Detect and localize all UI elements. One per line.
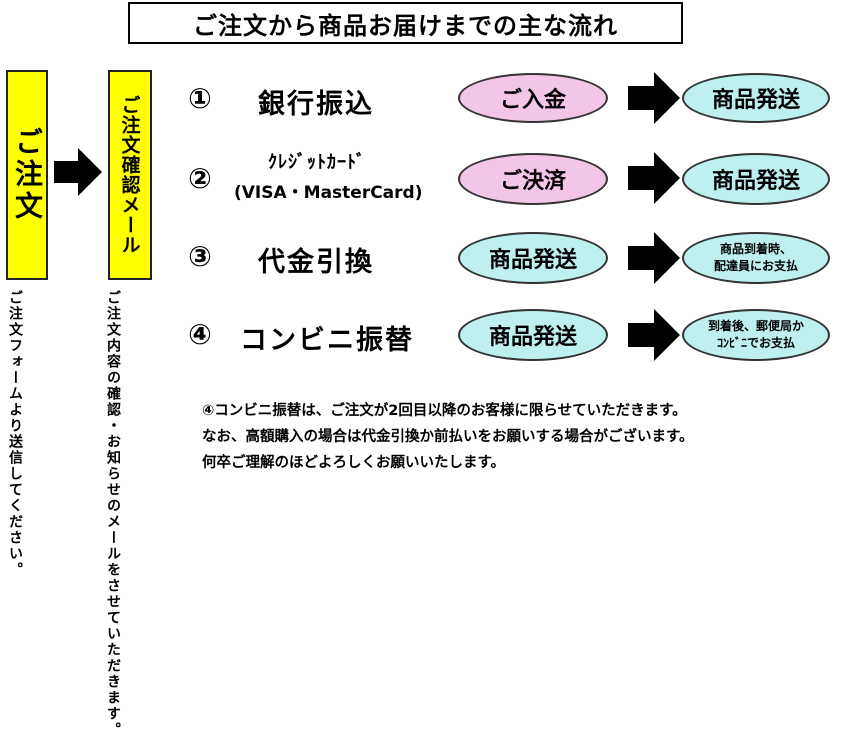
right-arrow-icon — [628, 72, 680, 124]
confirmation-mail-box: ご注文確認メール — [108, 70, 152, 280]
payment-method: 代金引換 — [258, 247, 374, 278]
payment-step-oval: ご入金 — [458, 73, 608, 123]
row-number: ② — [188, 162, 212, 195]
payment-method: コンビニ振替 — [240, 325, 414, 356]
shipping-step-label: 商品発送 — [711, 169, 800, 194]
payment-method-line2: (VISA・MasterCard) — [234, 183, 423, 203]
right-arrow-icon — [628, 309, 680, 361]
page-title: ご注文から商品お届けまでの主な流れ — [128, 2, 683, 44]
shipping-step-oval: 商品発送 — [682, 73, 830, 123]
payment-at-store-oval: 到着後、郵便局か ｺﾝﾋﾞﾆでお支払 — [682, 309, 830, 361]
shipping-step-oval: 商品発送 — [458, 232, 608, 284]
order-box: ご注文 — [6, 70, 48, 280]
payment-on-delivery-label: 商品到着時、 配達員にお支払 — [713, 242, 798, 273]
right-arrow-icon — [628, 232, 680, 284]
payment-step-label: ご決済 — [499, 169, 566, 194]
right-arrow-icon — [628, 152, 680, 204]
payment-step-oval: ご決済 — [458, 153, 608, 205]
note-line: なお、高額購入の場合は代金引換か前払いをお願いする場合がございます。 — [202, 429, 694, 445]
note-line: 何卒ご理解のほどよろしくお願いいたします。 — [202, 455, 506, 471]
payment-method-line1: ｸﾚｼﾞｯﾄｶｰﾄﾞ — [268, 152, 366, 173]
payment-step-label: ご入金 — [499, 88, 566, 113]
shipping-step-label: 商品発送 — [488, 248, 577, 273]
note-line: ④コンビニ振替は、ご注文が2回目以降のお客様に限らせていただきます。 — [202, 403, 687, 419]
payment-at-store-label: 到着後、郵便局か ｺﾝﾋﾞﾆでお支払 — [707, 319, 804, 350]
right-arrow-icon — [54, 148, 102, 196]
confirmation-mail-label: ご注文確認メール — [118, 95, 141, 255]
shipping-step-label: 商品発送 — [488, 325, 577, 350]
row-number: ④ — [188, 318, 212, 351]
payment-method: 銀行振込 — [258, 89, 374, 120]
shipping-step-oval: 商品発送 — [458, 309, 608, 361]
shipping-step-oval: 商品発送 — [682, 153, 830, 205]
confirmation-note: ご注文内容の確認・お知らせのメールをさせていただきます。 — [105, 290, 121, 738]
order-label: ご注文 — [11, 127, 44, 223]
order-note: ご注文フォームより送信してください。 — [7, 290, 23, 578]
payment-on-delivery-oval: 商品到着時、 配達員にお支払 — [682, 232, 830, 284]
shipping-step-label: 商品発送 — [711, 88, 800, 113]
row-number: ① — [188, 82, 212, 115]
row-number: ③ — [188, 240, 212, 273]
